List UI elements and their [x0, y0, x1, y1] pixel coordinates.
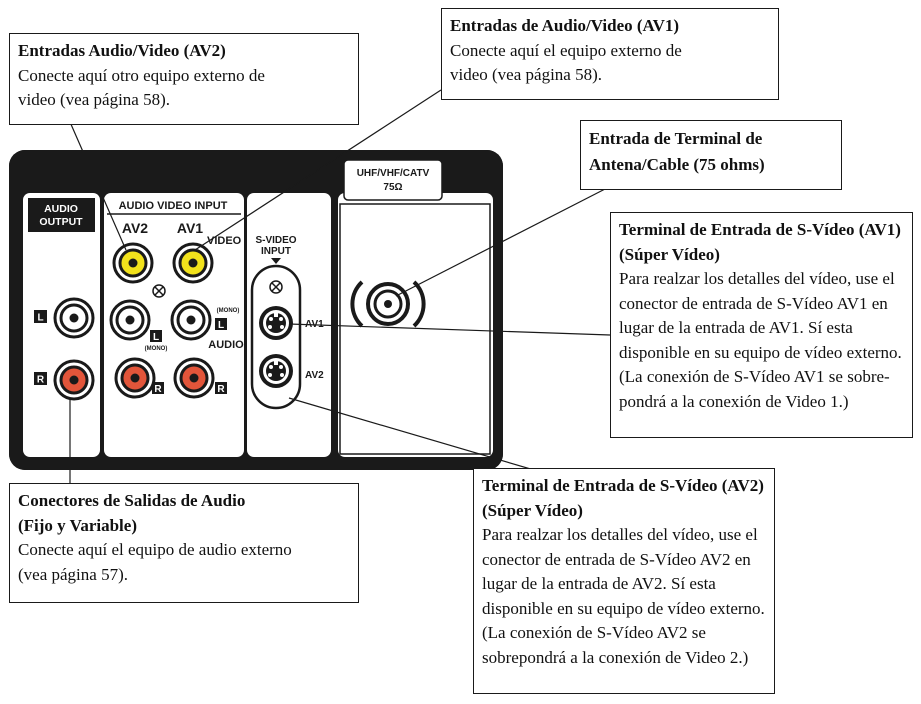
audio-label: AUDIO: [208, 339, 244, 351]
audio-output-label-2: OUTPUT: [39, 216, 83, 228]
callout-antenna-title-2: Antena/Cable (75 ohms): [589, 155, 765, 174]
uhf-label-2: 75Ω: [383, 182, 402, 193]
av2-l-badge-text: L: [153, 332, 159, 343]
callout-av1-line-2: video (vea página 58).: [450, 65, 602, 84]
callout-svideo-av2-title-1: Terminal de Entrada de S-Vídeo (AV2): [482, 476, 764, 495]
leader-av1: [194, 89, 442, 251]
callout-av1-title: Entradas de Audio/Video (AV1): [450, 16, 680, 35]
callout-av2-line-1: Conecte aquí otro equipo externo de: [18, 65, 265, 85]
s-video-arrow-icon: [271, 258, 281, 264]
audio-output-header: [28, 198, 95, 232]
s-video-av2-label: AV2: [305, 370, 324, 381]
callout-antenna: Entrada de Terminal de Antena/Cable (75 …: [580, 120, 842, 190]
callout-svideo-av2-line-2: conector de entrada de S-Vídeo AV2 en: [482, 549, 751, 569]
audio-video-input-label: AUDIO VIDEO INPUT: [119, 200, 228, 212]
s-video-label-1: S-VIDEO: [255, 235, 296, 246]
callout-svideo-av1-line-6: pondrá a la conexión de Video 1.): [619, 391, 849, 411]
callout-av2-title: Entradas Audio/Video (AV2): [18, 41, 226, 60]
callout-svideo-av2-line-4: disponible en su equipo de vídeo externo…: [482, 598, 765, 618]
av2-l-badge: [150, 330, 162, 342]
callout-antenna-title-1: Entrada de Terminal de: [589, 129, 763, 148]
av1-r-badge: [215, 382, 227, 394]
s-video-label-2: INPUT: [261, 246, 291, 257]
callout-svideo-av1-line-4: disponible en su equipo de vídeo externo…: [619, 342, 902, 362]
callout-audio-outputs: Conectores de Salidas de Audio (Fijo y V…: [9, 483, 359, 603]
av2-mono-label: (MONO): [145, 346, 168, 352]
uhf-label-box: [343, 159, 443, 201]
leader-antenna: [395, 187, 608, 297]
av2-label: AV2: [122, 220, 148, 236]
r-badge-text: R: [37, 375, 45, 386]
callout-audio-outputs-line-1: Conecte aquí el equipo de audio externo: [18, 540, 292, 559]
l-badge: [34, 310, 47, 323]
av2-r-badge-text: R: [154, 384, 162, 395]
callout-av1-inputs: Entradas de Audio/Video (AV1) Conecte aq…: [441, 8, 779, 100]
callout-audio-outputs-title-2: (Fijo y Variable): [18, 515, 137, 535]
callout-svideo-av2-line-1: Para realzar los detalles del vídeo, use…: [482, 525, 758, 544]
av2-r-badge: [152, 382, 164, 394]
r-badge: [34, 372, 47, 385]
leader-av2: [69, 121, 127, 251]
av1-l-badge: [215, 318, 227, 330]
callout-av2-line-2: video (vea página 58).: [18, 90, 170, 109]
callout-audio-outputs-title-1: Conectores de Salidas de Audio: [18, 491, 246, 510]
callout-svideo-av2-line-3: lugar de la entrada de AV2. Sí esta: [482, 574, 716, 593]
callout-av2-inputs: Entradas Audio/Video (AV2) Conecte aquí …: [9, 33, 359, 125]
callout-svideo-av1-line-2: conector de entrada de S-Vídeo AV1 en: [619, 293, 888, 313]
av1-l-badge-text: L: [218, 320, 224, 331]
callout-svideo-av2: Terminal de Entrada de S-Vídeo (AV2) (Sú…: [473, 468, 775, 694]
av1-mono-label: (MONO): [217, 308, 240, 314]
callout-svideo-av2-line-6: sobrepondrá a la conexión de Video 2.): [482, 647, 749, 667]
l-badge-text: L: [37, 313, 43, 324]
callout-svideo-av1-line-1: Para realzar los detalles del vídeo, use…: [619, 269, 895, 288]
callout-svideo-av2-title-2: (Súper Vídeo): [482, 500, 583, 520]
callout-av1-line-1: Conecte aquí el equipo externo de: [450, 40, 682, 60]
callout-svideo-av1-line-5: (La conexión de S-Vídeo AV1 se sobre-: [619, 367, 890, 386]
callout-svideo-av1-title-2: (Súper Vídeo): [619, 244, 720, 264]
callout-svideo-av1-line-3: lugar de la entrada de AV1. Sí esta: [619, 318, 853, 337]
av1-label: AV1: [177, 220, 203, 236]
callout-svideo-av1: Terminal de Entrada de S-Vídeo (AV1) (Sú…: [610, 212, 913, 438]
callout-svideo-av2-line-5: (La conexión de S-Vídeo AV2 se: [482, 623, 706, 642]
av1-r-badge-text: R: [217, 384, 225, 395]
audio-output-label-1: AUDIO: [44, 203, 78, 215]
uhf-label-1: UHF/VHF/CATV: [357, 168, 430, 179]
callout-svideo-av1-title-1: Terminal de Entrada de S-Vídeo (AV1): [619, 220, 901, 239]
leader-svideo-av1: [288, 323, 611, 336]
video-label: VIDEO: [207, 235, 242, 247]
callout-audio-outputs-line-2: (vea página 57).: [18, 564, 128, 584]
